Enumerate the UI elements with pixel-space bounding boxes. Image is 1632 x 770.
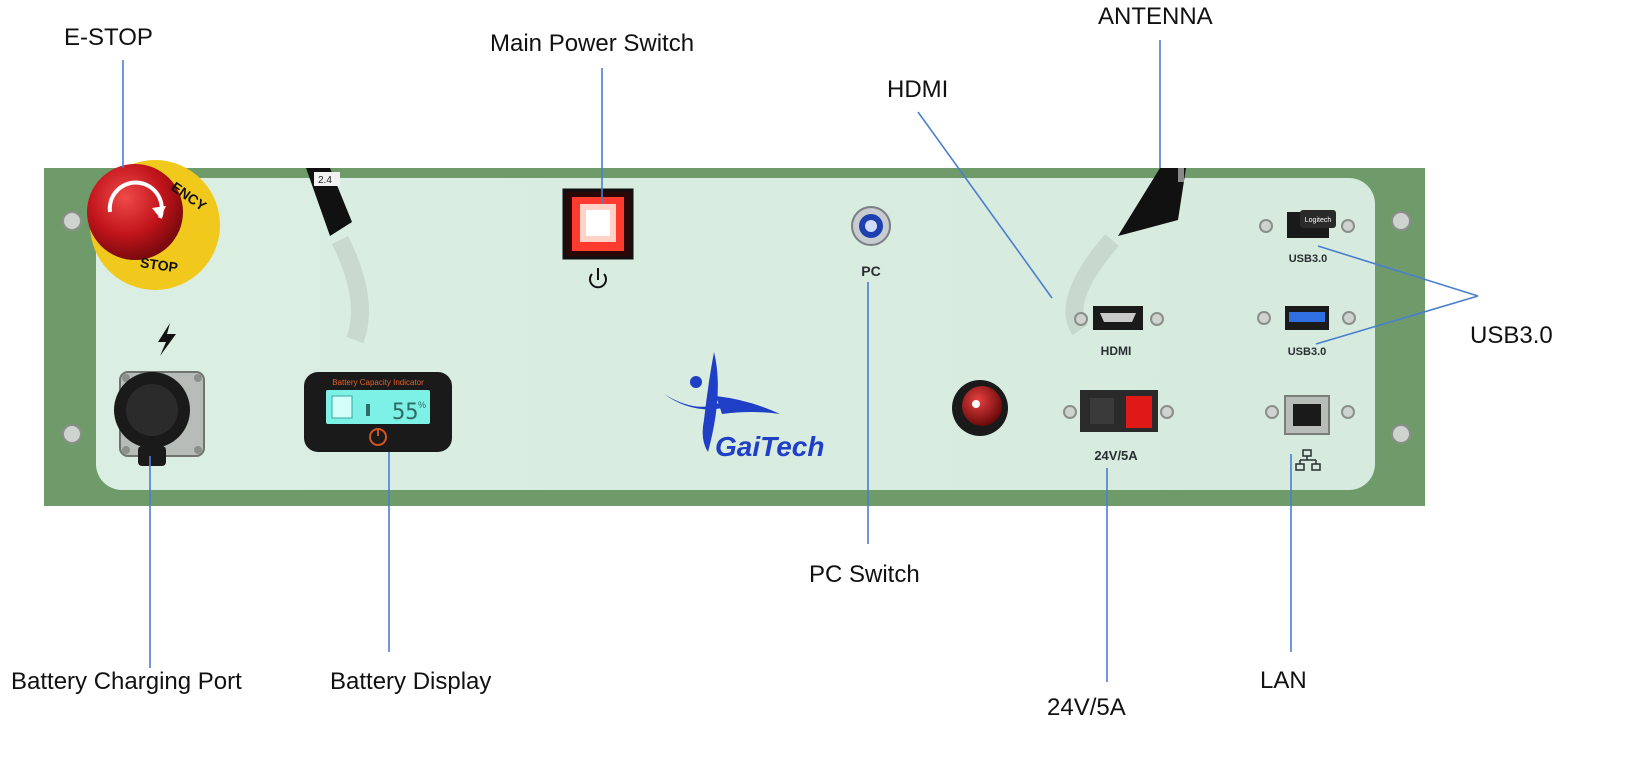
callout-pc-switch: PC Switch bbox=[809, 561, 920, 588]
brand-name: GaiTech bbox=[715, 431, 824, 462]
hdmi-port-label: HDMI bbox=[1101, 344, 1132, 358]
antenna-icon: 2.4 bbox=[306, 168, 369, 344]
network-icon bbox=[1295, 449, 1321, 471]
gaitech-logo: GaiTech bbox=[664, 352, 824, 462]
battery-percent-unit: % bbox=[418, 400, 426, 410]
callout-antenna: ANTENNA bbox=[1098, 3, 1213, 30]
battery-charging-port[interactable] bbox=[114, 371, 205, 466]
power-symbol-icon bbox=[589, 268, 607, 289]
battery-percent: 55 bbox=[392, 400, 419, 425]
hdmi-port[interactable] bbox=[1074, 306, 1164, 330]
pc-switch-button[interactable] bbox=[851, 206, 891, 246]
usb-port-top[interactable]: Logitech bbox=[1259, 210, 1355, 238]
power-output-connector[interactable] bbox=[1063, 390, 1174, 432]
mount-screw-icon bbox=[62, 211, 1411, 444]
callout-battery-display: Battery Display bbox=[330, 668, 492, 695]
callout-battery-charging-port: Battery Charging Port bbox=[11, 668, 242, 695]
power-output-label: 24V/5A bbox=[1094, 448, 1138, 463]
usb-dongle-brand: Logitech bbox=[1305, 217, 1332, 224]
callout-power-output: 24V/5A bbox=[1047, 694, 1126, 721]
callout-main-power-switch: Main Power Switch bbox=[490, 30, 695, 57]
callout-hdmi: HDMI bbox=[887, 76, 949, 103]
estop-ring-text-bottom: STOP bbox=[139, 254, 179, 275]
rocker-switch[interactable] bbox=[952, 380, 1008, 436]
callout-usb: USB3.0 bbox=[1470, 322, 1553, 349]
callout-lan: LAN bbox=[1260, 667, 1307, 694]
lightning-bolt-icon bbox=[158, 323, 176, 356]
callout-estop: E-STOP bbox=[64, 24, 153, 51]
usb-port-top-label: USB3.0 bbox=[1289, 253, 1328, 265]
usb-port-bottom-label: USB3.0 bbox=[1288, 346, 1327, 358]
battery-display-title: Battery Capacity Indicator bbox=[332, 378, 424, 387]
main-power-switch[interactable] bbox=[562, 188, 634, 260]
lan-port[interactable] bbox=[1265, 395, 1355, 435]
emergency-stop-button[interactable]: ENCY STOP bbox=[87, 160, 220, 290]
battery-display: Battery Capacity Indicator 55 % bbox=[304, 372, 452, 452]
pc-label: PC bbox=[861, 263, 880, 279]
antenna-tag: 2.4 bbox=[318, 175, 332, 186]
